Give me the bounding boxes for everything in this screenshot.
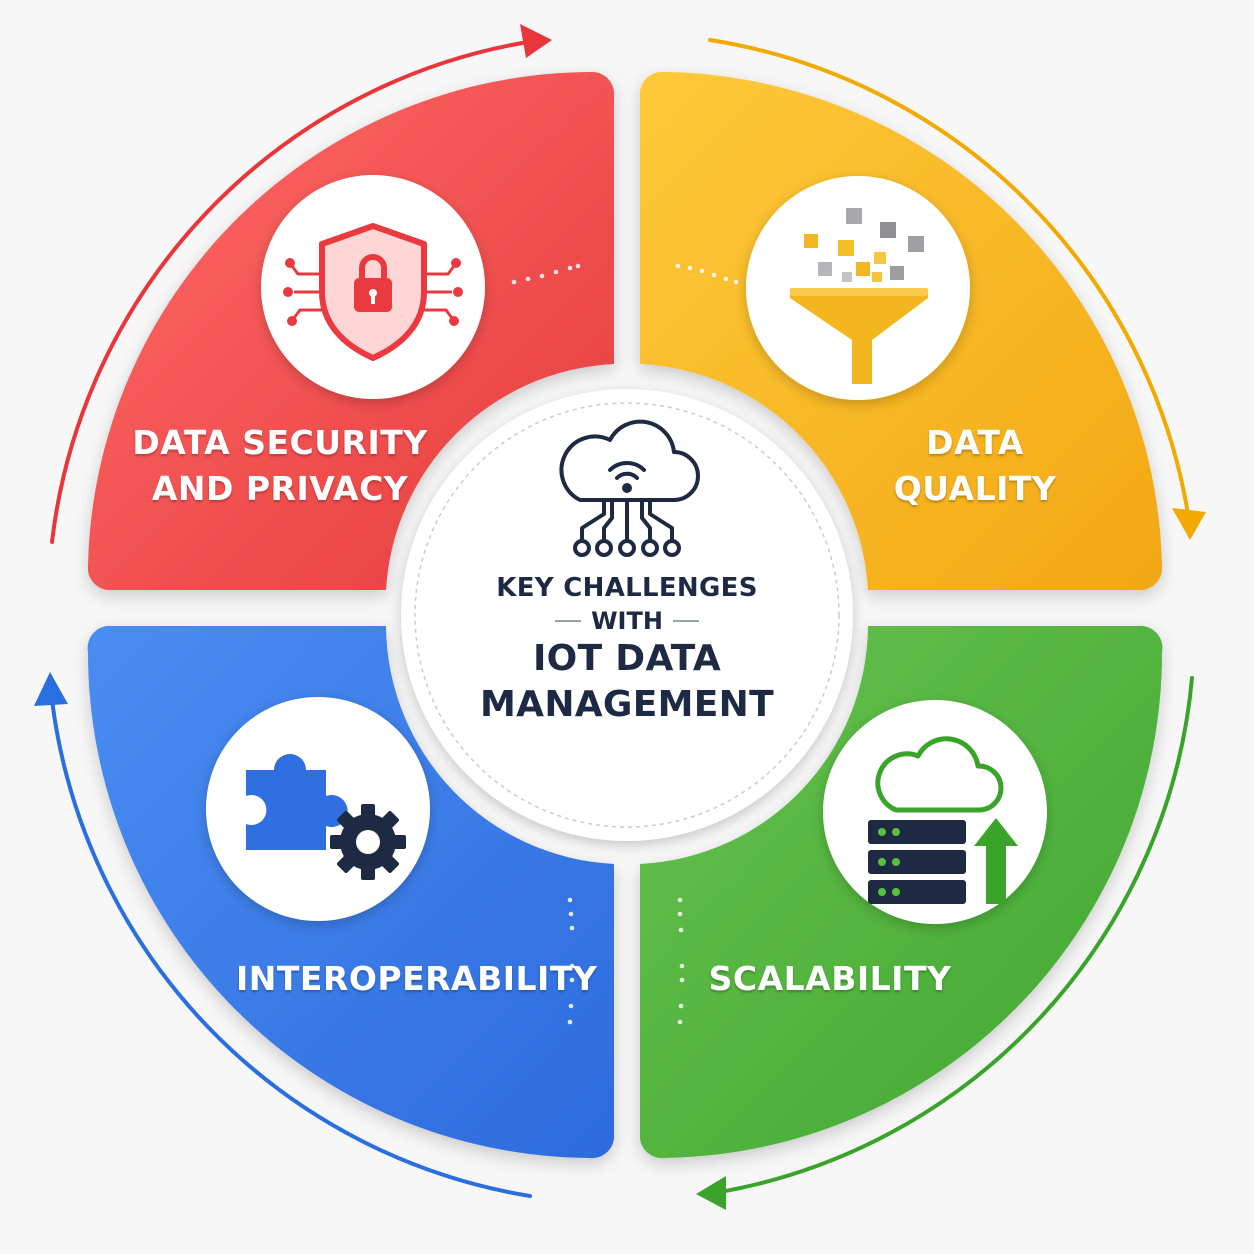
center-title: KEY CHALLENGES WITH IOT DATA MANAGEMENT — [437, 570, 817, 728]
security-label-line2: AND PRIVACY — [151, 469, 409, 508]
dotted-accent-green — [677, 897, 685, 1025]
cloud-wifi-network-icon — [559, 419, 700, 557]
quadrant-label-scalability: SCALABILITY — [700, 956, 960, 1002]
scalability-label: SCALABILITY — [708, 959, 952, 998]
dotted-accent-yellow — [675, 263, 739, 285]
quadrant-label-security: DATA SECURITY AND PRIVACY — [130, 420, 430, 512]
dotted-accent-red — [511, 263, 581, 285]
center-line2: WITH — [591, 607, 663, 635]
arrow-yellow — [708, 38, 1206, 540]
quality-label-line2: QUALITY — [893, 469, 1057, 508]
quadrant-label-interoperability: INTEROPERABILITY — [236, 956, 598, 1002]
center-line4: MANAGEMENT — [480, 684, 774, 725]
data-filter-funnel-icon — [746, 176, 970, 400]
center-disc — [401, 389, 853, 841]
security-label-line1: DATA SECURITY — [132, 423, 428, 462]
center-rule-left — [555, 620, 582, 622]
shield-lock-circuit-icon — [261, 175, 485, 399]
arrow-blue — [34, 672, 532, 1198]
arrow-red — [50, 24, 552, 544]
quality-label-line1: DATA — [926, 423, 1024, 462]
cloud-server-scale-icon — [823, 700, 1047, 924]
dotted-accent-blue — [567, 897, 575, 1025]
interoperability-label: INTEROPERABILITY — [236, 959, 598, 998]
quadrant-label-quality: DATA QUALITY — [830, 420, 1120, 512]
center-line3: IOT DATA — [532, 638, 722, 679]
center-line1: KEY CHALLENGES — [496, 573, 758, 603]
center-rule-right — [672, 620, 699, 622]
puzzle-gear-icon — [206, 697, 430, 921]
arrow-green — [696, 676, 1194, 1210]
center-with-row: WITH — [437, 606, 817, 636]
